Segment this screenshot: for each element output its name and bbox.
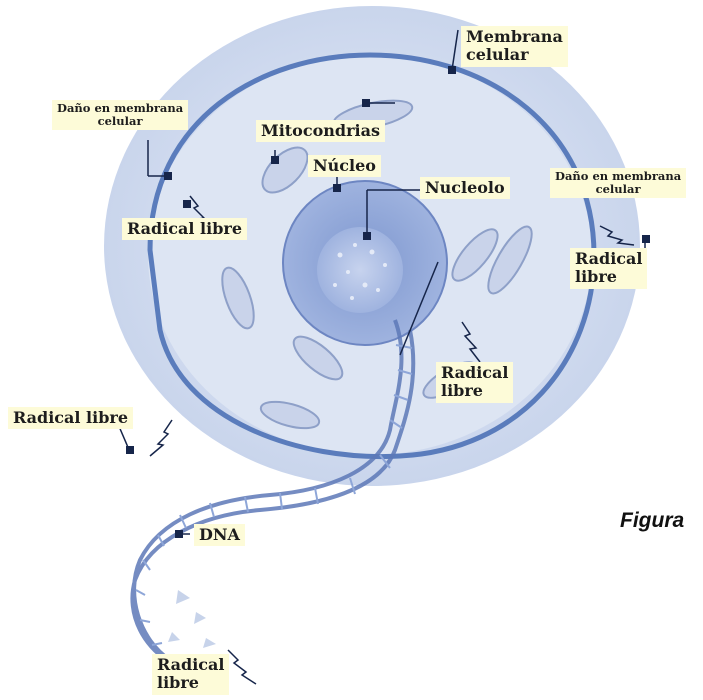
label-mitocondrias: Mitocondrias <box>256 120 385 142</box>
label-line: libre <box>441 382 508 400</box>
label-radical-libre-bottom: Radical libre <box>152 654 229 695</box>
label-dna: DNA <box>194 524 245 546</box>
label-nucleo: Núcleo <box>308 155 381 177</box>
figure-caption: Figura <box>620 509 684 533</box>
label-line: Radical <box>157 656 224 674</box>
nucleolus <box>317 227 403 313</box>
label-nucleolo: Nucleolo <box>420 177 510 199</box>
dna-fragments <box>168 590 216 648</box>
label-dano-membrana-left: Daño en membrana celular <box>52 100 188 130</box>
label-dano-membrana-right: Daño en membrana celular <box>550 168 686 198</box>
label-line: libre <box>157 674 224 692</box>
label-radical-libre-left: Radical libre <box>8 407 133 429</box>
label-line: libre <box>575 268 642 286</box>
label-radical-libre-right: Radical libre <box>570 248 647 289</box>
label-radical-libre-center: Radical libre <box>436 362 513 403</box>
label-line: celular <box>57 115 183 128</box>
label-membrana-celular: Membrana celular <box>461 26 568 67</box>
label-radical-libre-top-left: Radical libre <box>122 218 247 240</box>
label-line: celular <box>466 46 563 64</box>
label-line: celular <box>555 183 681 196</box>
label-line: Radical <box>441 364 508 382</box>
label-line: Membrana <box>466 28 563 46</box>
label-line: Radical <box>575 250 642 268</box>
